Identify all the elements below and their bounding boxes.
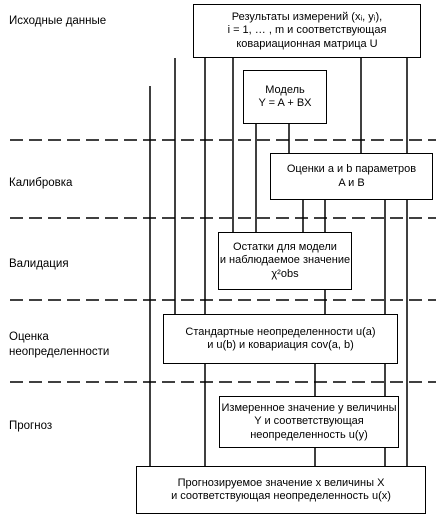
box-model: Модель Y = A + BX [243, 70, 327, 124]
box-standard-uncertainties-line2: и u(b) и ковариация cov(a, b) [207, 339, 354, 351]
stage-label-uncertainty-line2: неопределенности [9, 346, 110, 358]
stage-label-initial-data: Исходные данные [9, 15, 107, 27]
box-measurement-results-line3: ковариационная матрица U [236, 37, 378, 50]
box-measured-y-line1: Измеренное значение y величины [221, 401, 397, 414]
box-predicted-x-line2: и соответствующая неопределенность u(x) [171, 490, 391, 502]
stage-label-calibration: Калибровка [9, 177, 73, 189]
stage-label-uncertainty: Оценка неопределенности [9, 330, 109, 360]
box-measurement-results-line1: Результаты измерений (xᵢ, yᵢ), [231, 10, 383, 23]
box-residuals: Остатки для модели и наблюдаемое значени… [218, 232, 352, 290]
box-parameter-estimates-line2: A и B [338, 176, 365, 189]
box-model-line2: Y = A + BX [258, 97, 312, 109]
box-measured-y: Измеренное значение y величины Y и соотв… [219, 396, 399, 448]
box-residuals-line2: и наблюдаемое значение [219, 254, 351, 267]
box-measurement-results: Результаты измерений (xᵢ, yᵢ), i = 1, … … [193, 4, 421, 58]
box-residuals-line1: Остатки для модели [233, 240, 337, 253]
box-predicted-x-line1: Прогнозируемое значение x величины X [177, 476, 385, 489]
stage-label-forecast: Прогноз [9, 420, 53, 432]
box-predicted-x: Прогнозируемое значение x величины X и с… [136, 466, 426, 514]
box-residuals-line3: χ²obs [271, 267, 299, 280]
box-parameter-estimates-line1: Оценки a и b параметров [286, 163, 417, 175]
box-standard-uncertainties-line1: Стандартные неопределенности u(a) [185, 325, 376, 338]
box-measured-y-line2: Y и соответствующая [254, 415, 364, 428]
stage-label-validation: Валидация [9, 258, 69, 270]
box-measurement-results-line2: i = 1, … , m и соответствующая [227, 24, 387, 37]
box-measured-y-line3: неопределенность u(y) [250, 428, 368, 441]
box-standard-uncertainties: Стандартные неопределенности u(a) и u(b)… [163, 314, 398, 364]
stage-label-uncertainty-line1: Оценка [9, 331, 49, 343]
box-parameter-estimates: Оценки a и b параметров A и B [270, 153, 433, 200]
box-model-line1: Модель [265, 83, 305, 96]
